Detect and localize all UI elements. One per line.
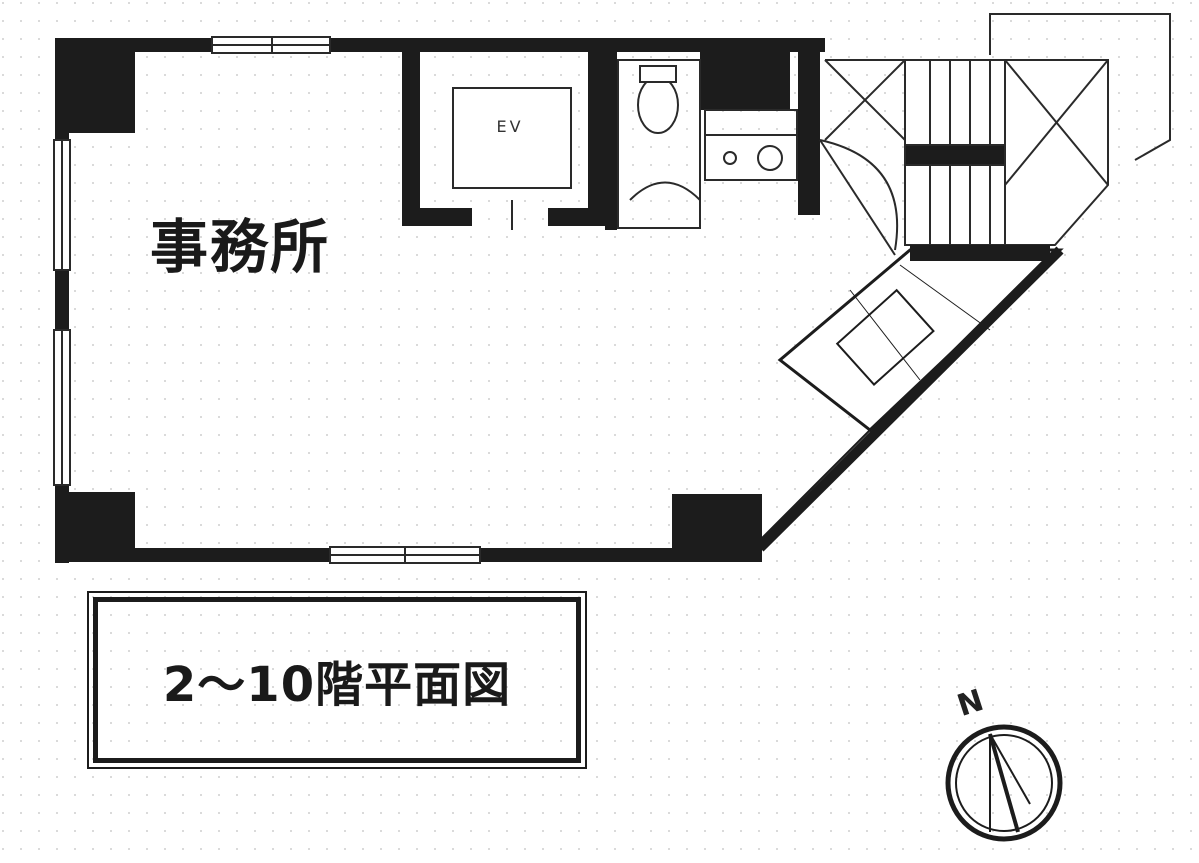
floor-plan-title: 2～10階平面図 — [162, 657, 512, 713]
room-label-office: 事務所 — [150, 213, 331, 281]
diagonal-wall — [756, 245, 1064, 552]
elevator-car — [452, 87, 572, 230]
window-top — [211, 36, 331, 54]
kitchenette — [704, 109, 798, 181]
elevator-label: EV — [496, 117, 524, 136]
window-left — [53, 139, 71, 486]
stairwell — [824, 59, 1109, 246]
toilet-icon — [637, 76, 679, 134]
stair-door — [819, 139, 899, 256]
balcony — [989, 13, 1171, 161]
sink-icon — [757, 145, 783, 171]
compass-icon — [945, 724, 1063, 842]
title-box: 2～10階平面図 — [87, 591, 587, 769]
window-bottom — [329, 546, 481, 564]
toilet-room — [617, 59, 701, 229]
